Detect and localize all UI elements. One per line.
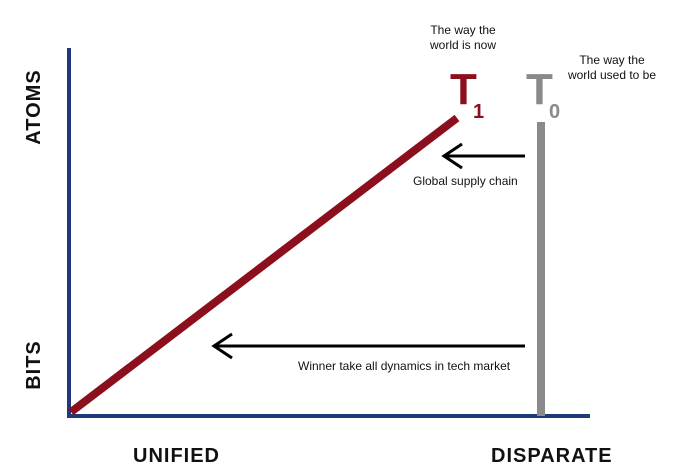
- t1-caption-line1: The way the: [430, 23, 496, 37]
- y-label-bits: BITS: [23, 340, 45, 390]
- lower-arrowhead: [211, 332, 233, 360]
- t1-line: [68, 114, 460, 416]
- x-label-disparate: DISPARATE: [491, 445, 613, 467]
- t1-caption-line2: world is now: [429, 38, 496, 52]
- t0-subscript: 0: [549, 101, 560, 123]
- t0-caption-line2: world used to be: [567, 68, 656, 82]
- t0-caption-line1: The way the: [579, 53, 645, 67]
- t1-subscript: 1: [473, 101, 484, 123]
- lower-arrow-label: Winner take all dynamics in tech market: [298, 359, 511, 373]
- upper-arrow-label: Global supply chain: [413, 174, 518, 188]
- t1-letter: T: [450, 65, 477, 114]
- y-label-atoms: ATOMS: [23, 69, 45, 144]
- upper-arrowhead: [441, 142, 463, 170]
- x-label-unified: UNIFIED: [133, 445, 220, 467]
- t0-letter: T: [526, 65, 553, 114]
